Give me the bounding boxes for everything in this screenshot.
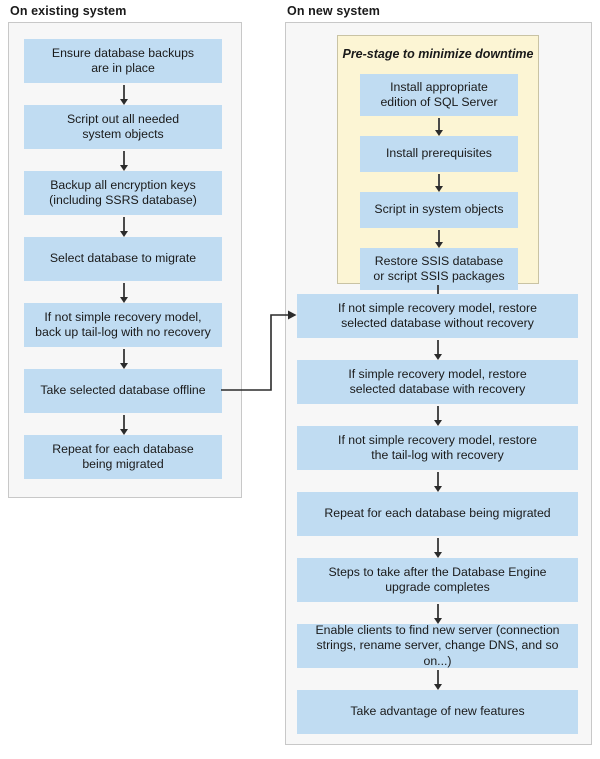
arrow-down-icon [434, 118, 443, 136]
node-repeat-each-database-migrated[interactable]: Repeat for each database being migrated [297, 492, 578, 536]
node-backup-encryption-keys[interactable]: Backup all encryption keys (including SS… [24, 171, 222, 215]
prestage-group: Pre-stage to minimize downtime Install a… [337, 35, 539, 290]
node-script-out-system-objects[interactable]: Script out all needed system objects [24, 105, 222, 149]
node-restore-ssis-database[interactable]: Restore SSIS database or script SSIS pac… [360, 248, 518, 290]
arrow-down-icon [433, 472, 442, 492]
arrow-down-icon [433, 670, 442, 690]
arrow-down-icon [434, 230, 443, 248]
node-take-advantage-new-features[interactable]: Take advantage of new features [297, 690, 578, 734]
node-repeat-for-each-database[interactable]: Repeat for each database being migrated [24, 435, 222, 479]
node-script-in-system-objects[interactable]: Script in system objects [360, 192, 518, 228]
node-take-database-offline[interactable]: Take selected database offline [24, 369, 222, 413]
node-restore-tail-log[interactable]: If not simple recovery model, restore th… [297, 426, 578, 470]
arrow-down-icon [433, 604, 442, 624]
arrow-down-icon [119, 217, 128, 237]
arrow-down-icon [433, 538, 442, 558]
arrow-down-icon [433, 406, 442, 426]
right-column-title: On new system [287, 4, 380, 18]
arrow-down-icon [119, 85, 128, 105]
node-backup-tail-log[interactable]: If not simple recovery model, back up ta… [24, 303, 222, 347]
existing-system-panel: Ensure database backups are in place Scr… [8, 22, 242, 498]
node-install-prerequisites[interactable]: Install prerequisites [360, 136, 518, 172]
arrow-down-icon [119, 283, 128, 303]
left-column-title: On existing system [10, 4, 127, 18]
arrow-down-icon [119, 151, 128, 171]
node-post-upgrade-steps[interactable]: Steps to take after the Database Engine … [297, 558, 578, 602]
arrow-down-icon [434, 174, 443, 192]
arrow-down-icon [119, 349, 128, 369]
node-select-database-to-migrate[interactable]: Select database to migrate [24, 237, 222, 281]
prestage-title: Pre-stage to minimize downtime [342, 47, 534, 61]
node-ensure-database-backups[interactable]: Ensure database backups are in place [24, 39, 222, 83]
new-system-panel: Pre-stage to minimize downtime Install a… [285, 22, 592, 745]
node-install-sql-server-edition[interactable]: Install appropriate edition of SQL Serve… [360, 74, 518, 116]
arrow-down-icon [119, 415, 128, 435]
arrow-down-icon [433, 340, 442, 360]
node-enable-clients-find-server[interactable]: Enable clients to find new server (conne… [297, 623, 578, 668]
node-restore-with-recovery[interactable]: If simple recovery model, restore select… [297, 360, 578, 404]
node-restore-without-recovery[interactable]: If not simple recovery model, restore se… [297, 294, 578, 338]
